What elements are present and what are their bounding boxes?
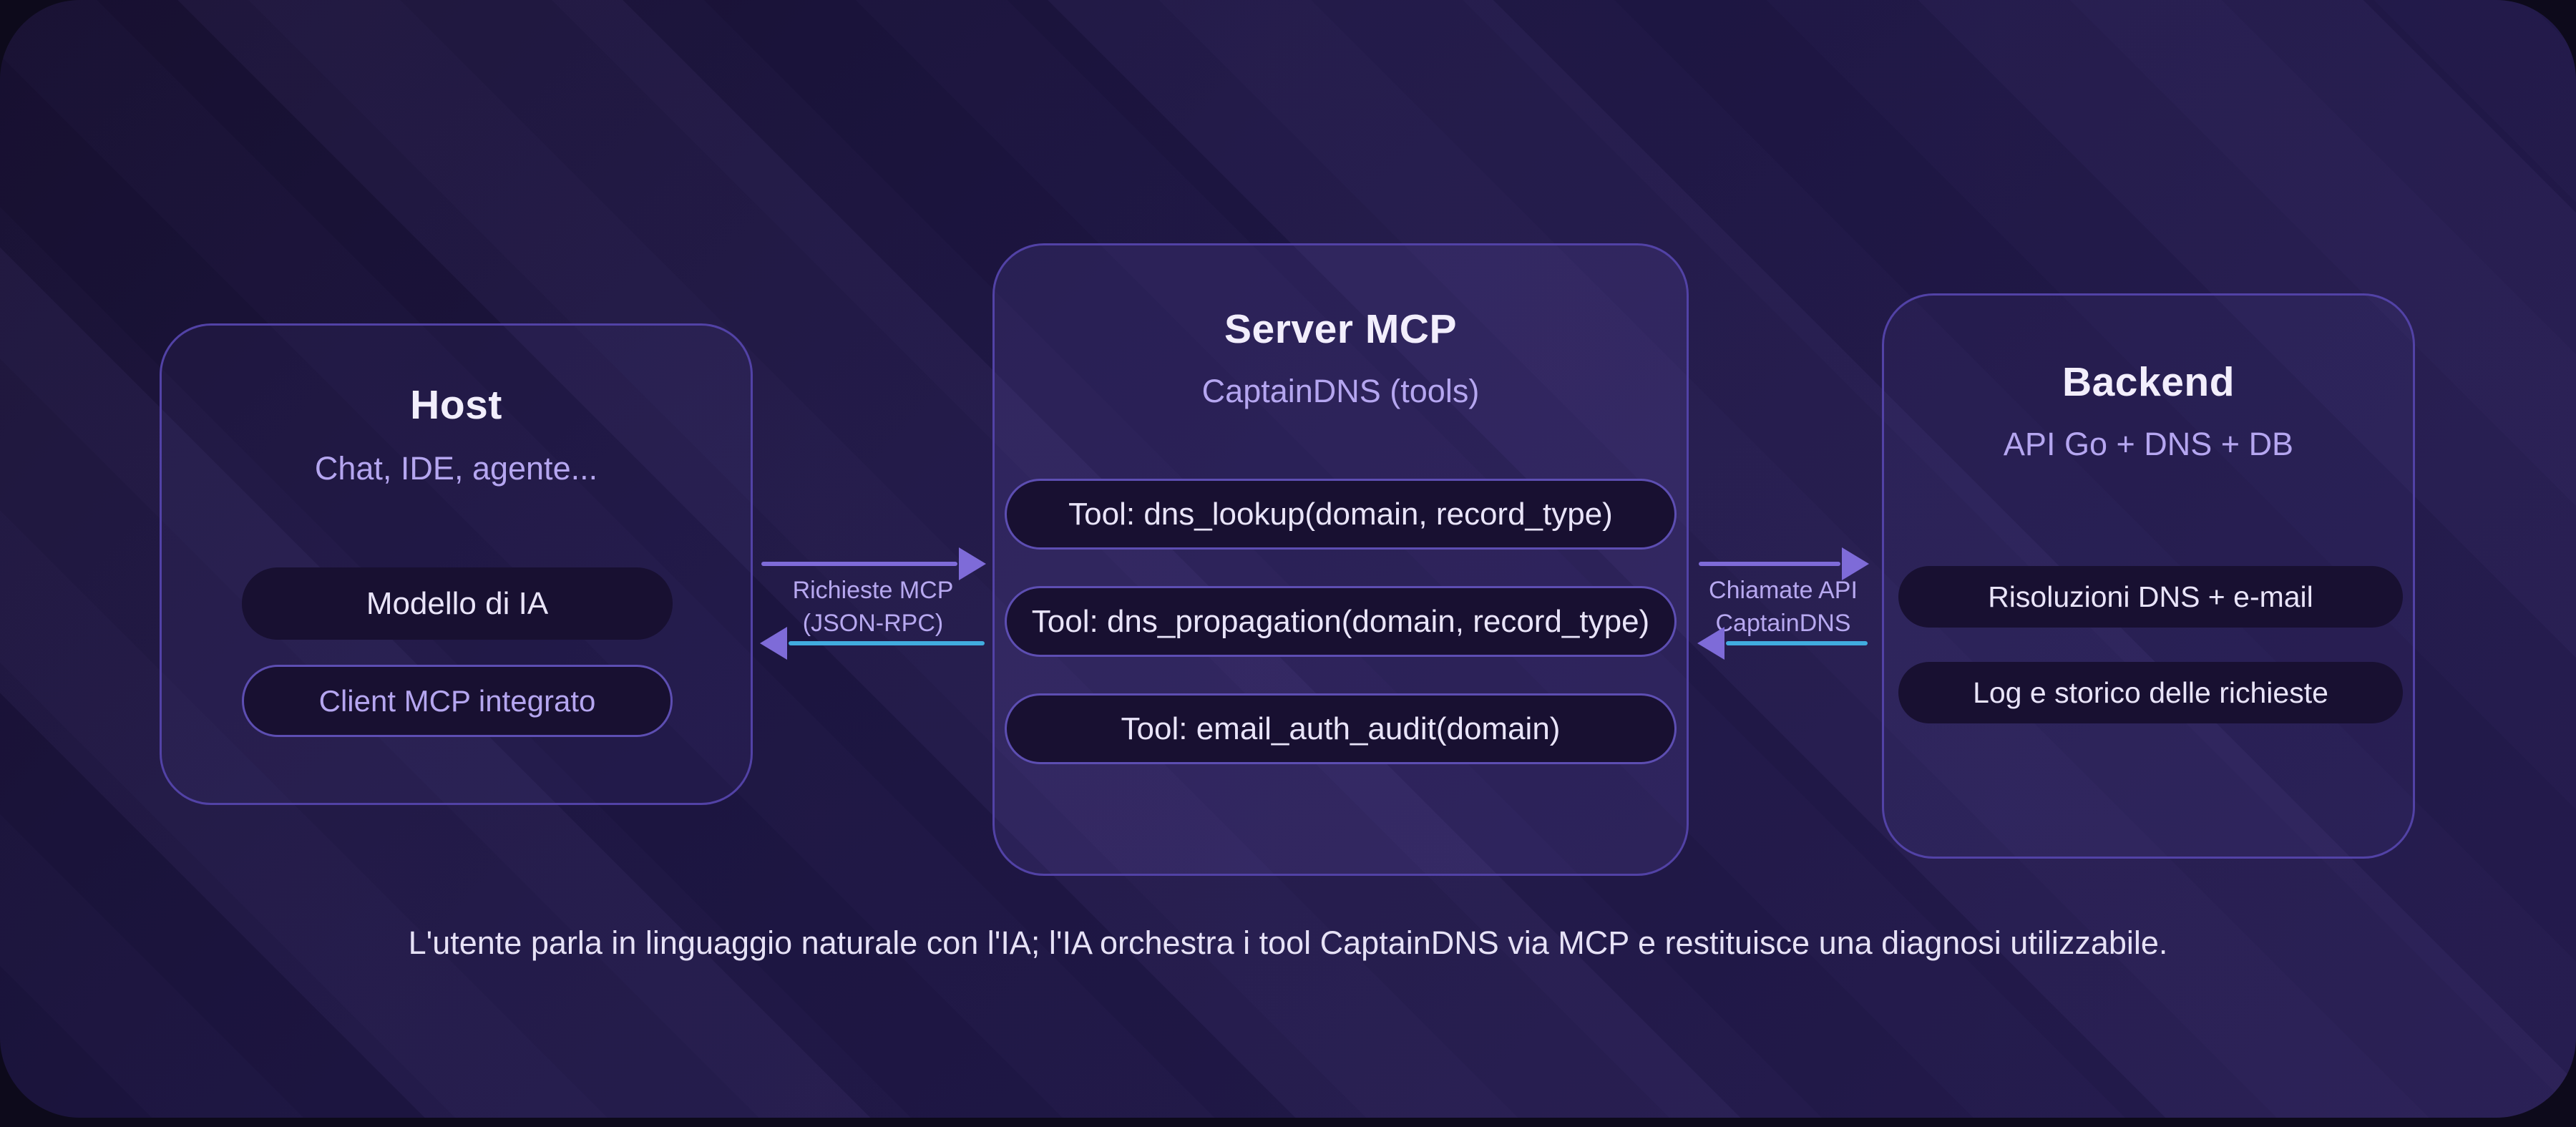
link-server-backend-label: Chiamate API CaptainDNS: [1697, 574, 1869, 640]
link-label-line2: (JSON-RPC): [802, 610, 944, 637]
tool-email-auth-audit-pill: Tool: email_auth_audit(domain): [1005, 693, 1677, 764]
diagram-caption: L'utente parla in linguaggio naturale co…: [408, 924, 2168, 961]
link-label-line2: CaptainDNS: [1715, 610, 1851, 637]
backend-box: Backend API Go + DNS + DB Risoluzioni DN…: [1882, 293, 2415, 859]
link-host-server: Richieste MCP (JSON-RPC): [760, 544, 986, 676]
tool-dns-lookup-pill: Tool: dns_lookup(domain, record_type): [1005, 479, 1677, 550]
dns-resolutions-pill: Risoluzioni DNS + e-mail: [1898, 566, 2403, 628]
backend-subtitle: API Go + DNS + DB: [2003, 426, 2294, 462]
host-subtitle: Chat, IDE, agente...: [314, 450, 598, 487]
link-host-server-label: Richieste MCP (JSON-RPC): [760, 574, 986, 640]
request-log-pill: Log e storico delle richieste: [1898, 662, 2403, 723]
host-title: Host: [410, 382, 502, 428]
mcp-client-pill: Client MCP integrato: [242, 665, 673, 737]
tool-dns-propagation-pill: Tool: dns_propagation(domain, record_typ…: [1005, 586, 1677, 657]
link-server-backend: Chiamate API CaptainDNS: [1697, 544, 1869, 676]
host-box: Host Chat, IDE, agente... Modello di IA …: [160, 323, 753, 805]
link-label-line1: Richieste MCP: [792, 577, 954, 604]
server-mcp-title: Server MCP: [1224, 306, 1457, 352]
backend-title: Backend: [2062, 359, 2235, 405]
server-mcp-box: Server MCP CaptainDNS (tools) Tool: dns_…: [992, 243, 1689, 876]
server-mcp-subtitle: CaptainDNS (tools): [1201, 373, 1480, 409]
link-label-line1: Chiamate API: [1709, 577, 1858, 604]
ai-model-pill: Modello di IA: [242, 567, 673, 640]
